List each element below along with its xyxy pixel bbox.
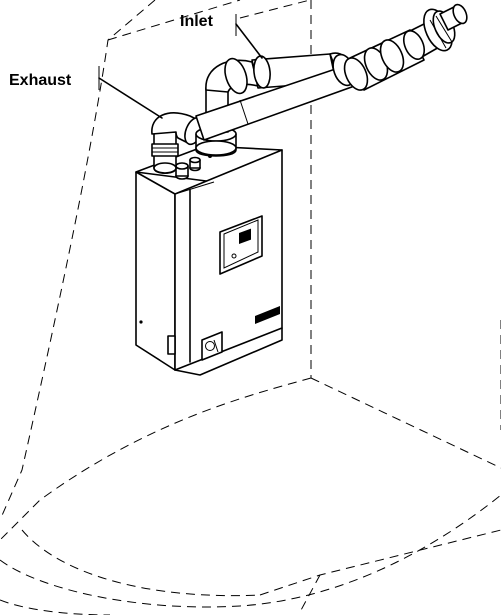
exhaust-leader xyxy=(98,77,163,119)
inlet-label: Inlet xyxy=(180,13,214,30)
exhaust-label: Exhaust xyxy=(9,72,72,89)
callout-leaders xyxy=(98,14,263,119)
control-panel xyxy=(219,215,263,275)
vent-terminal xyxy=(343,3,468,91)
inlet-leader xyxy=(235,23,263,59)
latch xyxy=(167,335,176,355)
boiler-unit xyxy=(135,145,283,376)
brand-label xyxy=(201,306,280,361)
